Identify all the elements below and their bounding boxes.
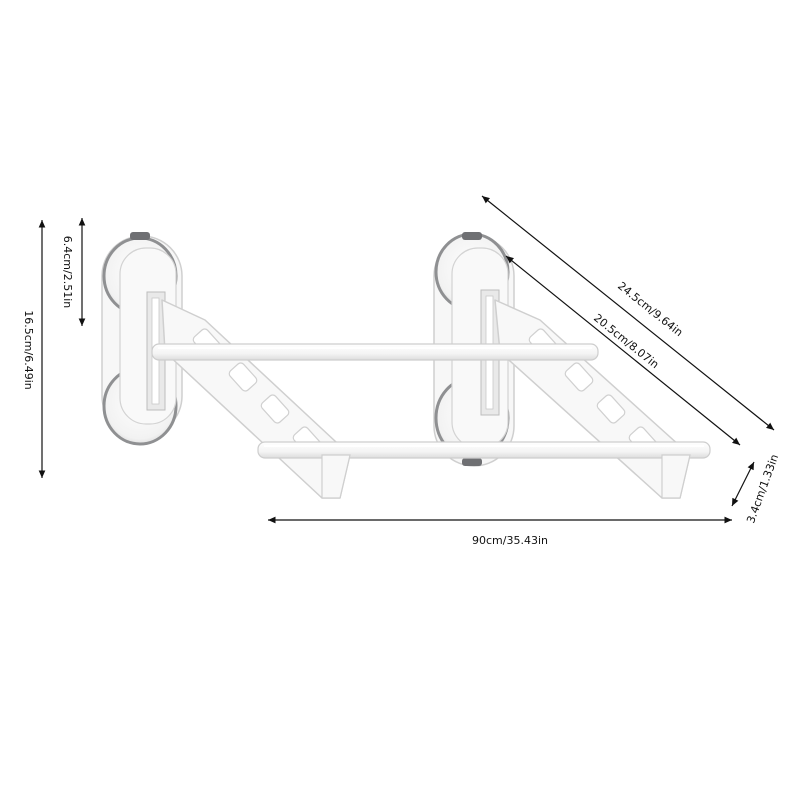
gap-label: 3.4cm/1.33in [744,452,781,525]
total-length-label: 90cm/35.43in [472,534,548,547]
arm-short-label: 20.5cm/8.07in [591,311,661,371]
arm-short-line [505,255,741,446]
total-height-label: 16.5cm/6.49in [22,310,35,390]
towel-rack-illustration [101,232,711,499]
lower-towel-rod [257,441,711,459]
dimension-lines [38,195,775,524]
suction-height-label: 6.4cm/2.51in [61,236,74,309]
right-swing-arm [494,299,691,499]
gap-line [731,461,755,507]
upper-towel-rod [151,343,599,361]
